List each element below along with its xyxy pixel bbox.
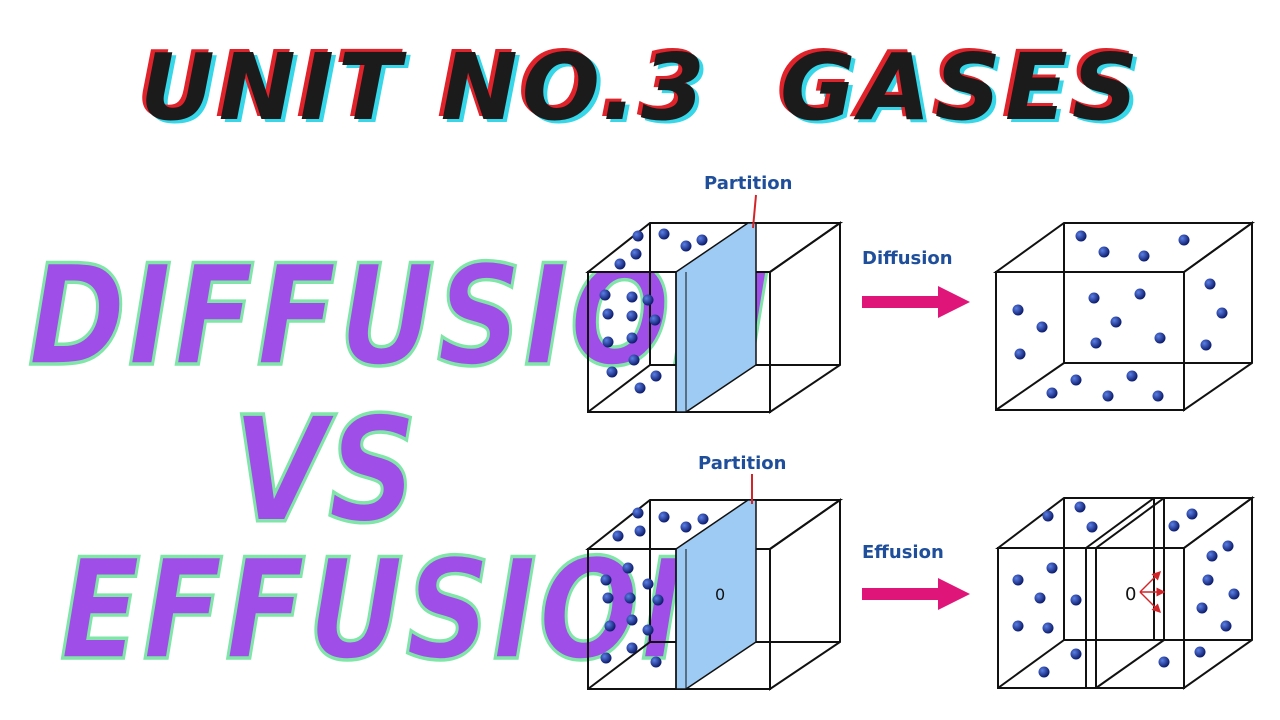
diffusion-arrow: [862, 286, 970, 318]
title-gases: GASES: [780, 34, 1143, 141]
partition-label-top: Partition: [704, 173, 792, 194]
partition-label-bottom: Partition: [698, 453, 786, 474]
partition-hole-label: 0: [715, 585, 725, 604]
title-unit: UNIT NO.3: [140, 34, 709, 141]
diffusion-after-box: [992, 221, 1256, 412]
effusion-arrow: [862, 578, 970, 610]
effusion-after-box: [995, 496, 1256, 690]
partition-pointer-top: [752, 194, 757, 229]
word-vs: VS: [230, 386, 418, 557]
word-effusion: EFFUSION: [59, 528, 742, 692]
effusion-after-molecules: [1012, 501, 1240, 678]
diffusion-before-molecules: [599, 228, 708, 394]
effusion-before-molecules: [600, 507, 709, 668]
effusion-arrow-label: Effusion: [862, 542, 944, 563]
diffusion-after-molecules: [1012, 230, 1228, 402]
diffusion-arrow-label: Diffusion: [862, 248, 953, 269]
effusion-escape-arrows: [1139, 570, 1166, 614]
effusion-hole-label: 0: [1125, 584, 1136, 605]
